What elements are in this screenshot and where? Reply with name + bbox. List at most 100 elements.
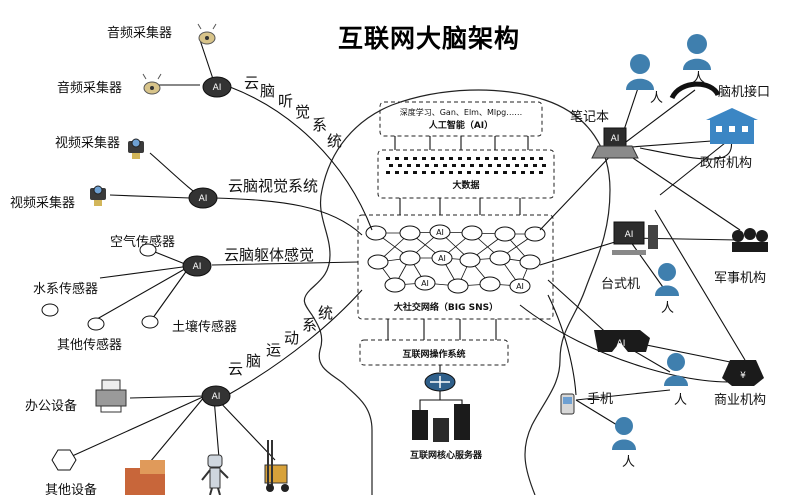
bigdata-dot bbox=[413, 171, 417, 174]
os-label: 互联网操作系统 bbox=[402, 348, 465, 360]
diagram-title: 互联网大脑架构 bbox=[338, 24, 520, 53]
sns-node bbox=[459, 252, 481, 268]
sns-node bbox=[399, 250, 421, 266]
svg-text:动: 动 bbox=[284, 329, 299, 347]
head-outline bbox=[303, 89, 611, 496]
person-label-5: 人 bbox=[622, 455, 635, 470]
laptop-icon: AI bbox=[591, 127, 639, 159]
bigdata-dot bbox=[395, 157, 399, 160]
svg-text:系: 系 bbox=[312, 116, 327, 134]
right-links bbox=[519, 81, 751, 426]
sns-node bbox=[489, 250, 511, 266]
microphone-icon bbox=[197, 23, 217, 45]
bigdata-dot bbox=[494, 171, 498, 174]
sns-ai-node-label: AI bbox=[438, 254, 446, 263]
sns-node bbox=[367, 254, 389, 270]
bigdata-dot bbox=[524, 164, 528, 167]
hub-hearing: AI bbox=[202, 76, 232, 98]
bigdata-label: 大数据 bbox=[452, 179, 479, 191]
sns-ai-node bbox=[414, 275, 436, 291]
bigdata-dot bbox=[452, 164, 456, 167]
body-system-label: 云脑躯体感觉 bbox=[224, 246, 314, 264]
svg-text:¥: ¥ bbox=[740, 371, 746, 381]
bigdata-dot bbox=[386, 171, 390, 174]
bigdata-dot bbox=[431, 171, 435, 174]
bigdata-dot bbox=[443, 164, 447, 167]
svg-text:统: 统 bbox=[327, 132, 342, 150]
sns-ai-node-label: AI bbox=[436, 228, 444, 237]
bigdata-dot bbox=[506, 164, 510, 167]
bigdata-dot bbox=[530, 171, 534, 174]
bigdata-dot bbox=[404, 171, 408, 174]
svg-text:云: 云 bbox=[244, 74, 259, 92]
bigdata-dot bbox=[479, 164, 483, 167]
forklift-icon bbox=[264, 440, 289, 492]
soldiers-icon bbox=[732, 228, 768, 252]
audio2-label: 音频采集器 bbox=[57, 80, 122, 96]
svg-text:统: 统 bbox=[318, 304, 333, 322]
soil-sensor-node bbox=[141, 315, 159, 329]
server-icon bbox=[412, 404, 470, 442]
bigdata-dot bbox=[476, 157, 480, 160]
air-sensor-label: 空气传感器 bbox=[110, 234, 175, 250]
bigdata-dot bbox=[515, 164, 519, 167]
air-sensor-node bbox=[139, 243, 157, 257]
left-links bbox=[69, 39, 373, 471]
sns-box bbox=[357, 214, 554, 320]
sns-ai-node bbox=[509, 278, 531, 294]
svg-text:脑: 脑 bbox=[260, 82, 275, 100]
military-label: 军事机构 bbox=[714, 271, 766, 286]
bigdata-dot bbox=[539, 157, 543, 160]
bigdata-dot bbox=[461, 164, 465, 167]
bigdata-dots bbox=[386, 157, 546, 174]
office-device-label: 办公设备 bbox=[25, 398, 77, 414]
bigdata-dot bbox=[458, 171, 462, 174]
bigdata-dot bbox=[407, 164, 411, 167]
person-icon bbox=[626, 54, 654, 90]
bigdata-dot bbox=[485, 171, 489, 174]
sns-node bbox=[494, 226, 516, 242]
bigdata-dot bbox=[440, 157, 444, 160]
sns-node bbox=[384, 277, 406, 293]
bigdata-dot bbox=[512, 157, 516, 160]
svg-text:系: 系 bbox=[302, 316, 317, 334]
svg-text:AI: AI bbox=[193, 262, 202, 272]
os-box bbox=[359, 339, 509, 366]
svg-text:AI: AI bbox=[212, 392, 221, 402]
bigdata-dot bbox=[434, 164, 438, 167]
svg-text:脑: 脑 bbox=[246, 352, 261, 370]
bigdata-dot bbox=[404, 157, 408, 160]
hub-vision: AI bbox=[188, 187, 218, 209]
ai-box-line2: 人工智能（AI） bbox=[428, 119, 493, 131]
box-icon bbox=[125, 460, 165, 495]
bigdata-dot bbox=[485, 157, 489, 160]
ar-glasses-icon: AI bbox=[594, 330, 650, 352]
phone-icon bbox=[560, 393, 575, 415]
svg-text:AI: AI bbox=[611, 134, 620, 144]
bigdata-dot bbox=[530, 157, 534, 160]
bigdata-dot bbox=[449, 171, 453, 174]
bigdata-dot bbox=[440, 171, 444, 174]
hub-motion: AI bbox=[201, 385, 231, 407]
building-icon bbox=[706, 108, 758, 144]
person-icon bbox=[612, 417, 636, 450]
person-icon bbox=[683, 34, 711, 70]
person-icon bbox=[664, 353, 688, 386]
ai-connectors bbox=[394, 136, 529, 150]
svg-text:AI: AI bbox=[199, 194, 208, 204]
camera-icon bbox=[128, 138, 144, 159]
sns-label: 大社交网络（BIG SNS） bbox=[394, 301, 498, 313]
camera-icon bbox=[90, 185, 106, 206]
person-label-4: 人 bbox=[674, 393, 687, 408]
bigdata-dot bbox=[395, 171, 399, 174]
bigdata-dot bbox=[503, 157, 507, 160]
bigdata-dot bbox=[470, 164, 474, 167]
sns-node bbox=[447, 278, 469, 294]
bci-label: 脑机接口 bbox=[718, 84, 770, 100]
person-label-3: 人 bbox=[661, 301, 674, 316]
money-bag-icon: ¥ bbox=[722, 360, 764, 386]
bigdata-dot bbox=[458, 157, 462, 160]
bigdata-dot bbox=[398, 164, 402, 167]
sns-node bbox=[365, 225, 387, 241]
